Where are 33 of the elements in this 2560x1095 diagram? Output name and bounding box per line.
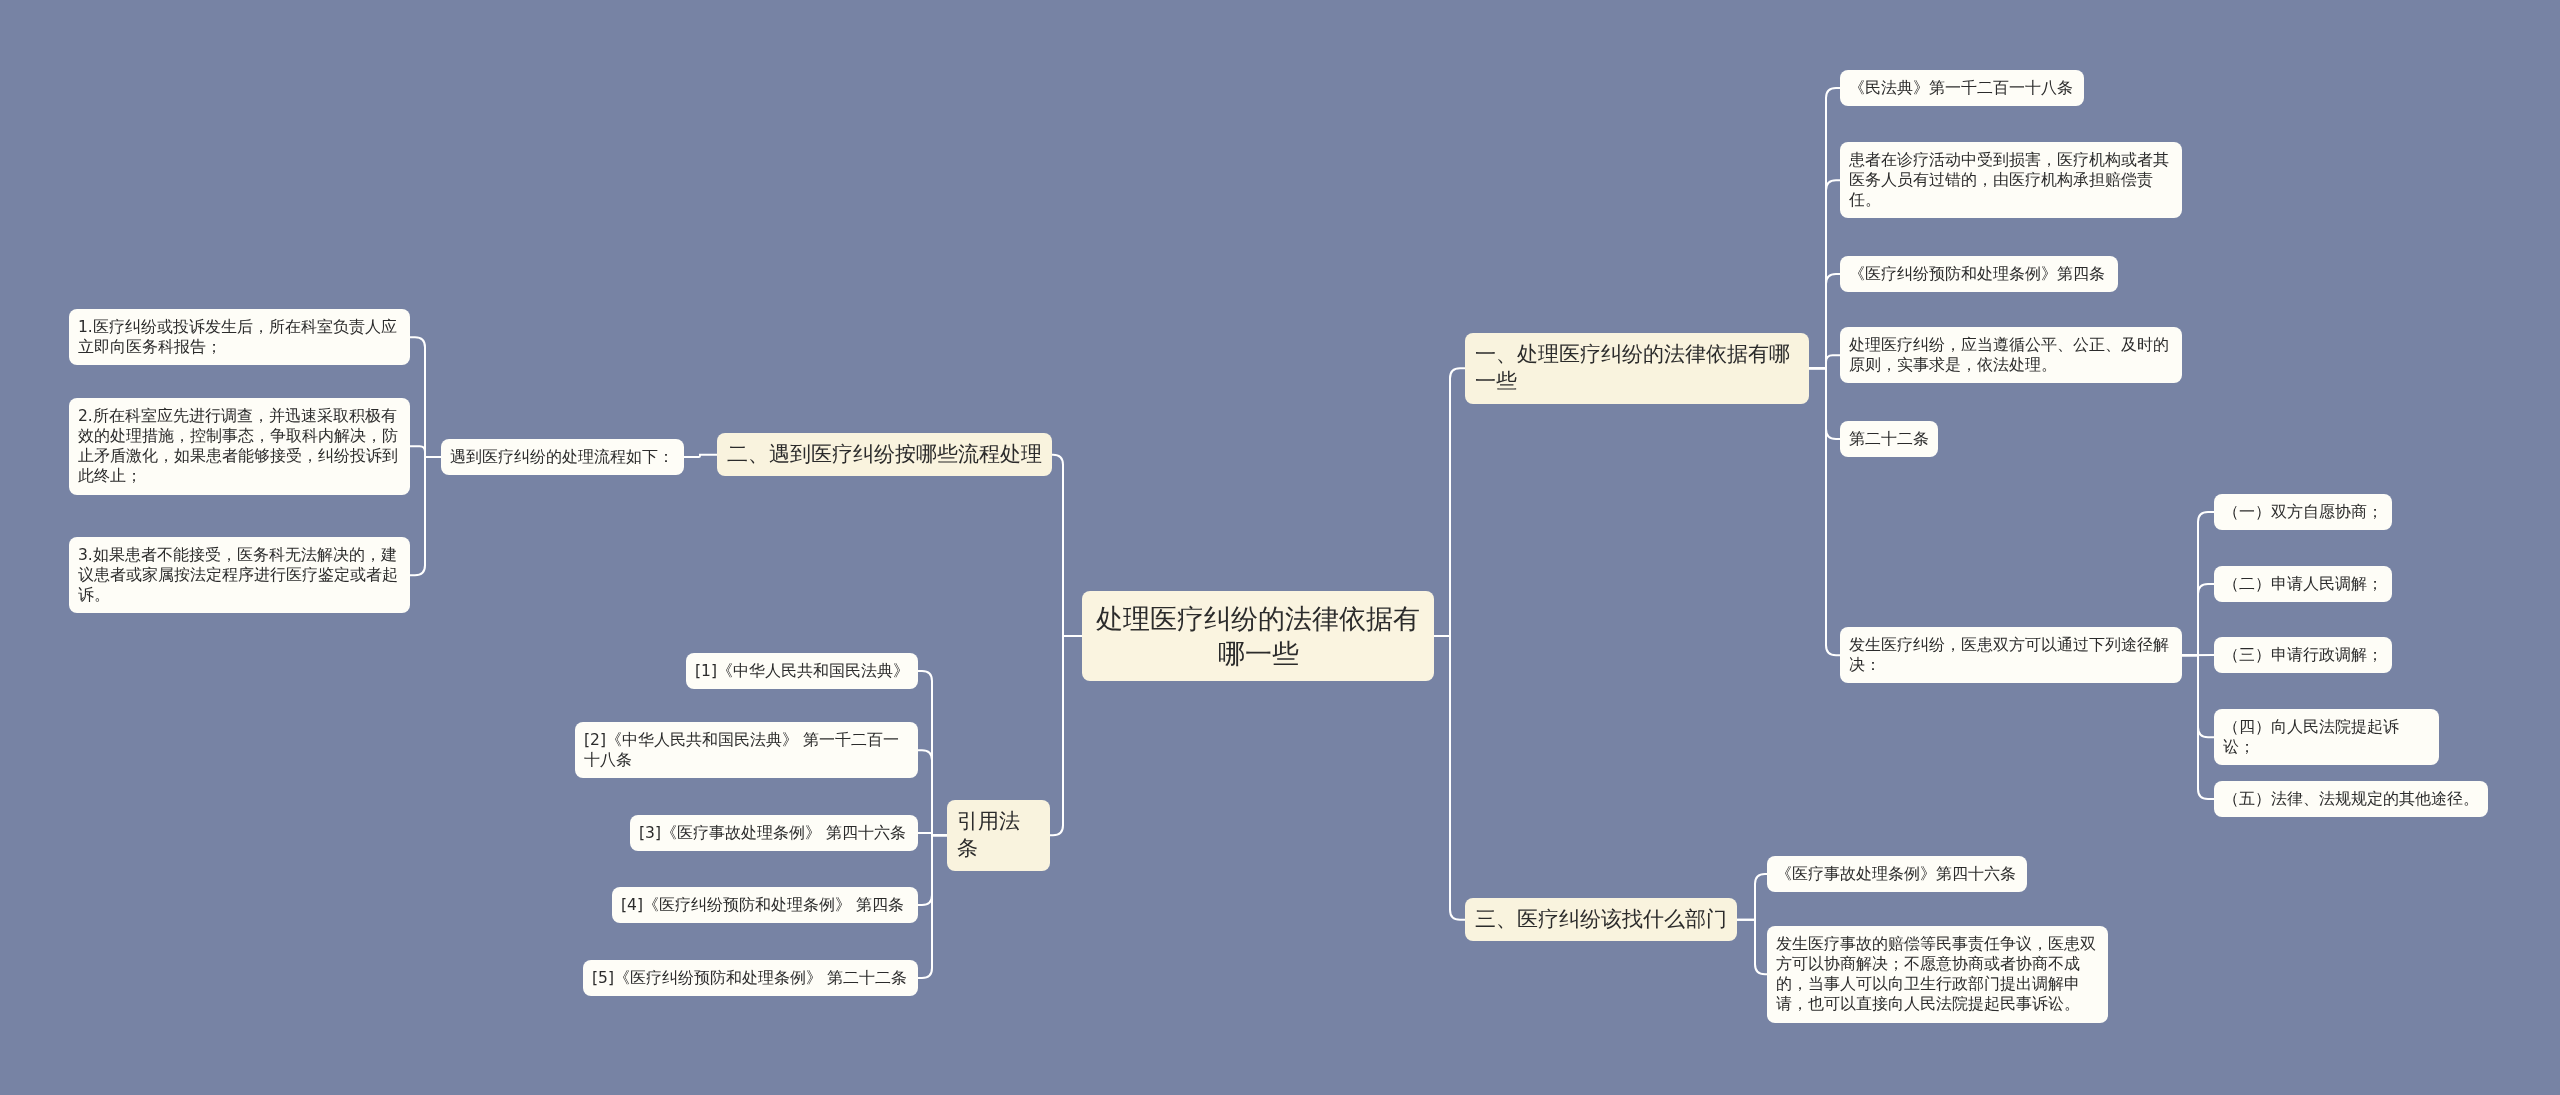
subtopic-box: 1.医疗纠纷或投诉发生后，所在科室负责人应立即向医务科报告； (69, 309, 410, 366)
topic-box: 引用法条 (947, 800, 1050, 871)
subtopic-box: [5]《医疗纠纷预防和处理条例》 第二十二条 (583, 960, 918, 997)
subtopic-box: （四）向人民法院提起诉讼； (2214, 709, 2439, 766)
connector-line (1433, 635, 1466, 921)
subtopic-box: （二）申请人民调解； (2214, 566, 2392, 603)
connector-line (1049, 635, 1083, 837)
subtopic-box: [3]《医疗事故处理条例》 第四十六条 (630, 815, 918, 852)
subtopic-box: [1]《中华人民共和国民法典》 (686, 653, 918, 690)
topic-box: 一、处理医疗纠纷的法律依据有哪一些 (1465, 333, 1809, 404)
subtopic-box: [2]《中华人民共和国民法典》 第一千二百一十八条 (575, 722, 918, 779)
subtopic-box: 发生医疗纠纷，医患双方可以通过下列途径解决： (1840, 627, 2182, 684)
subtopic-box: 发生医疗事故的赔偿等民事责任争议，医患双方可以协商解决；不愿意协商或者协商不成的，当事人可以向卫生行政部门提出调解申请，也可以直接向人民法院提起民事诉讼。 (1767, 926, 2108, 1023)
subtopic-box: 3.如果患者不能接受，医务科无法解决的，建议患者或家属按法定程序进行医疗鉴定或者起诉。 (69, 537, 410, 614)
connector-line (1736, 918, 1768, 976)
topic-box: 三、医疗纠纷该找什么部门 (1465, 898, 1737, 942)
connector-line (683, 453, 718, 459)
subtopic-box: 《医疗纠纷预防和处理条例》第四条 (1840, 256, 2118, 293)
connector-line (917, 834, 948, 980)
subtopic-box: 第二十二条 (1840, 421, 1938, 458)
central-topic-box: 处理医疗纠纷的法律依据有哪一些 (1082, 591, 1434, 682)
subtopic-box: [4]《医疗纠纷预防和处理条例》 第四条 (612, 887, 918, 924)
subtopic-box: （五）法律、法规规定的其他途径。 (2214, 781, 2488, 818)
subtopic-box: 患者在诊疗活动中受到损害，医疗机构或者其医务人员有过错的，由医疗机构承担赔偿责任。 (1840, 142, 2182, 219)
subtopic-box: （三）申请行政调解； (2214, 637, 2392, 674)
subtopic-box: （一）双方自愿协商； (2214, 494, 2392, 531)
connector-line (1808, 367, 1841, 657)
subtopic-box: 2.所在科室应先进行调查，并迅速采取积极有效的处理措施，控制事态，争取科内解决，防止矛盾激化，如果患者能够接受，纠纷投诉到此终止； (69, 398, 410, 495)
subtopic-box: 《民法典》第一千二百一十八条 (1840, 70, 2084, 107)
subtopic-box: 《医疗事故处理条例》第四十六条 (1767, 856, 2027, 893)
subtopic-box: 处理医疗纠纷，应当遵循公平、公正、及时的原则，实事求是，依法处理。 (1840, 327, 2182, 384)
subtopic-box: 遇到医疗纠纷的处理流程如下： (441, 439, 684, 476)
topic-box: 二、遇到医疗纠纷按哪些流程处理 (717, 433, 1052, 477)
